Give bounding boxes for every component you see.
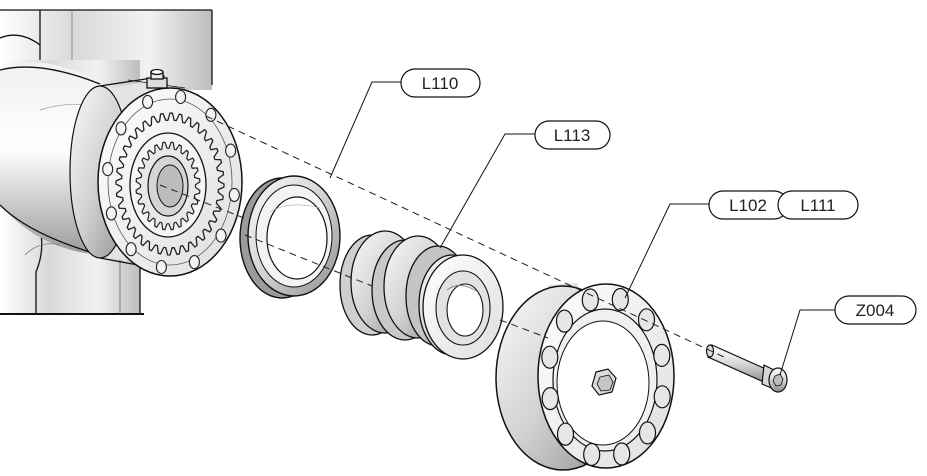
- housing-bolt-holes: [102, 89, 240, 275]
- callout-l111: L111: [777, 190, 859, 220]
- end-cap-bolt-hole: [583, 442, 601, 467]
- end-cap-bolt-hole: [653, 343, 671, 367]
- callout-z004-label: Z004: [856, 301, 895, 320]
- end-cap-bolt-hole: [611, 287, 629, 312]
- end-cap-bolt-hole: [541, 345, 559, 369]
- housing-bolt-hole: [105, 206, 117, 221]
- housing-bolt-hole: [215, 228, 227, 243]
- end-cap-bolt-hole: [556, 422, 575, 446]
- housing-bolt-hole: [125, 242, 137, 257]
- callout-l111-label: L111: [800, 196, 835, 215]
- end-cap-bolt-holes: [541, 287, 671, 467]
- end-cap-bolt-hole: [637, 308, 656, 332]
- thrust-bearing-stack: [339, 230, 504, 360]
- housing-bolt-hole: [188, 255, 200, 270]
- callout-z004: Z004: [834, 295, 917, 325]
- housing-bolt-hole: [175, 89, 187, 105]
- callout-l110-label: L110: [422, 74, 459, 93]
- end-cap: [495, 283, 675, 471]
- end-cap-bolt-hole: [555, 309, 574, 333]
- housing-bolt-hole: [102, 162, 114, 177]
- housing-bolt-hole: [142, 94, 154, 109]
- cap-screw: [705, 344, 788, 393]
- end-cap-bolt-hole: [638, 421, 657, 445]
- callout-l113-label: L113: [554, 126, 591, 145]
- callout-l113: L113: [534, 120, 611, 150]
- callout-l110: L110: [400, 68, 481, 98]
- end-cap-bolt-hole: [541, 387, 559, 411]
- leader-lines: [329, 81, 836, 376]
- callout-l102: L102: [708, 190, 789, 220]
- end-cap-bolt-hole: [581, 288, 599, 312]
- assembly-axis-lines: [159, 115, 725, 358]
- end-cap-bolt-hole: [613, 442, 631, 466]
- housing-bolt-hole: [228, 187, 240, 202]
- housing-bolt-hole: [205, 107, 217, 122]
- callout-l102-label: L102: [729, 196, 767, 215]
- seal-ring: [239, 175, 341, 299]
- housing-bolt-hole: [115, 121, 127, 136]
- housing-bolt-hole: [225, 143, 237, 158]
- end-cap-bolt-hole: [653, 385, 671, 409]
- housing-bolt-hole: [155, 259, 167, 275]
- outer-gear-ring: [115, 112, 225, 256]
- motor-housing: [0, 9, 243, 315]
